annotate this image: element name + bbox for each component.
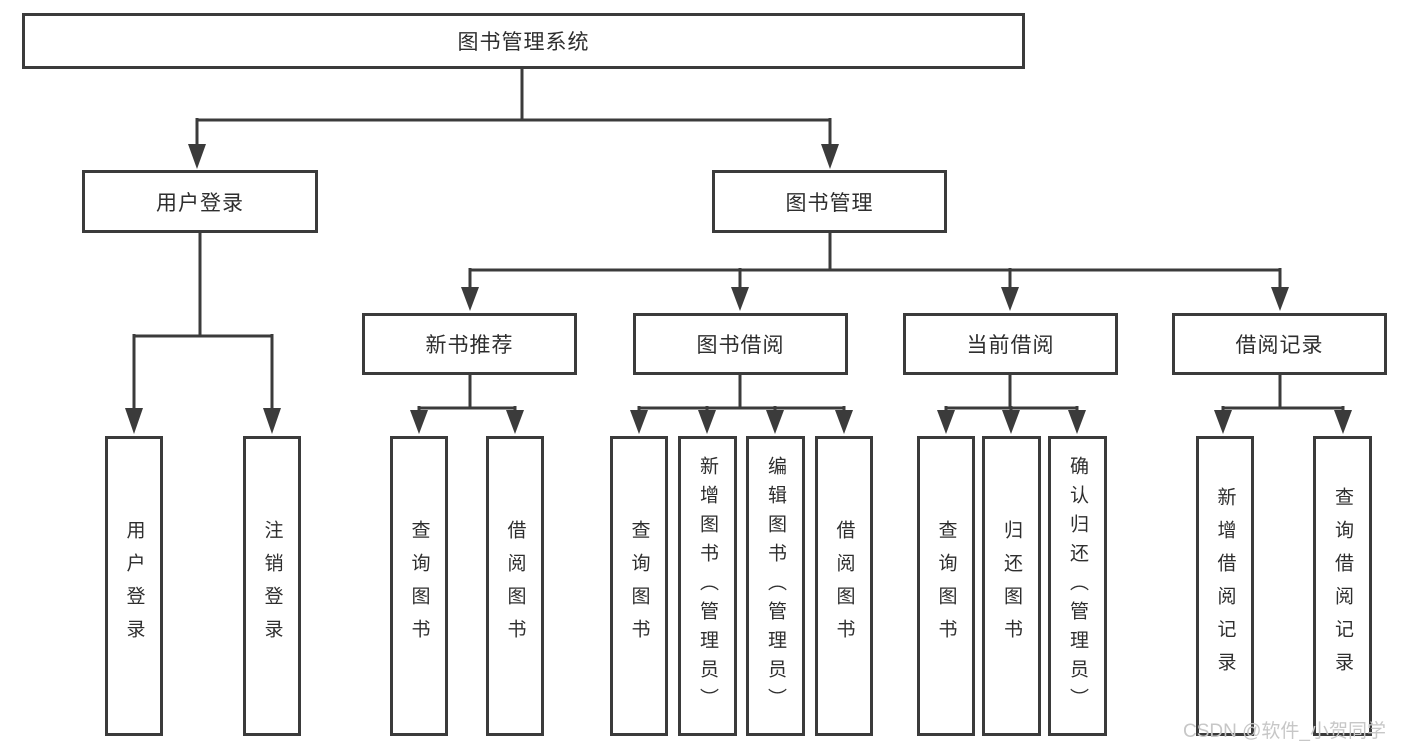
leaf-newbooks-borrow-books: 借阅图书 [486, 436, 544, 736]
node-label: 图书管理系统 [457, 31, 590, 54]
node-label: 查询图书 [628, 520, 650, 652]
node-label: 编辑图书（管理员） [765, 455, 786, 717]
node-label: 查询图书 [408, 520, 430, 652]
node-label: 图书借阅 [696, 334, 785, 357]
node-user-login: 用户登录 [82, 170, 318, 233]
leaf-query-borrow-record: 查询借阅记录 [1313, 436, 1372, 736]
node-library-management-system: 图书管理系统 [22, 13, 1025, 69]
node-book-borrowing: 图书借阅 [633, 313, 848, 375]
leaf-user-login: 用户登录 [105, 436, 163, 736]
leaf-borrow-borrow-books: 借阅图书 [815, 436, 873, 736]
node-label: 借阅图书 [504, 520, 526, 652]
node-label: 确认归还（管理员） [1067, 455, 1088, 717]
leaf-add-borrow-record: 新增借阅记录 [1196, 436, 1254, 736]
node-book-management: 图书管理 [712, 170, 947, 233]
leaf-add-books-admin: 新增图书（管理员） [678, 436, 737, 736]
node-label: 借阅记录 [1235, 334, 1324, 357]
leaf-current-query-books: 查询图书 [917, 436, 975, 736]
node-label: 用户登录 [123, 520, 145, 652]
node-label: 归还图书 [1001, 520, 1022, 652]
node-label: 借阅图书 [833, 520, 855, 652]
node-current-borrowing: 当前借阅 [903, 313, 1118, 375]
node-label: 新增借阅记录 [1214, 487, 1236, 685]
connector-root-to-level2 [188, 69, 839, 169]
connector-borrowrecords-to-leaves [1214, 374, 1352, 434]
leaf-logout-login: 注销登录 [243, 436, 301, 736]
connector-bookborrow-to-leaves [630, 374, 853, 434]
node-label: 新增图书（管理员） [697, 455, 718, 717]
node-label: 图书管理 [785, 191, 874, 215]
node-new-book-recommend: 新书推荐 [362, 313, 577, 375]
node-label: 查询借阅记录 [1332, 487, 1353, 685]
node-label: 查询图书 [935, 520, 957, 652]
leaf-newbooks-query-books: 查询图书 [390, 436, 448, 736]
node-label: 用户登录 [156, 191, 244, 215]
node-label: 新书推荐 [425, 334, 514, 357]
node-label: 当前借阅 [966, 334, 1055, 357]
csdn-watermark: CSDN @软件_小贺同学 [1183, 721, 1386, 742]
connector-newbooks-to-leaves [410, 374, 524, 434]
leaf-return-books: 归还图书 [982, 436, 1041, 736]
leaf-borrow-query-books: 查询图书 [610, 436, 668, 736]
connector-bookmgmt-to-level3 [461, 233, 1289, 311]
leaf-confirm-return-admin: 确认归还（管理员） [1048, 436, 1107, 736]
node-label: 注销登录 [261, 520, 283, 652]
leaf-edit-books-admin: 编辑图书（管理员） [746, 436, 805, 736]
connector-currentborrow-to-leaves [937, 374, 1086, 434]
connector-userlogin-to-leaves [125, 233, 281, 434]
node-borrowing-records: 借阅记录 [1172, 313, 1387, 375]
